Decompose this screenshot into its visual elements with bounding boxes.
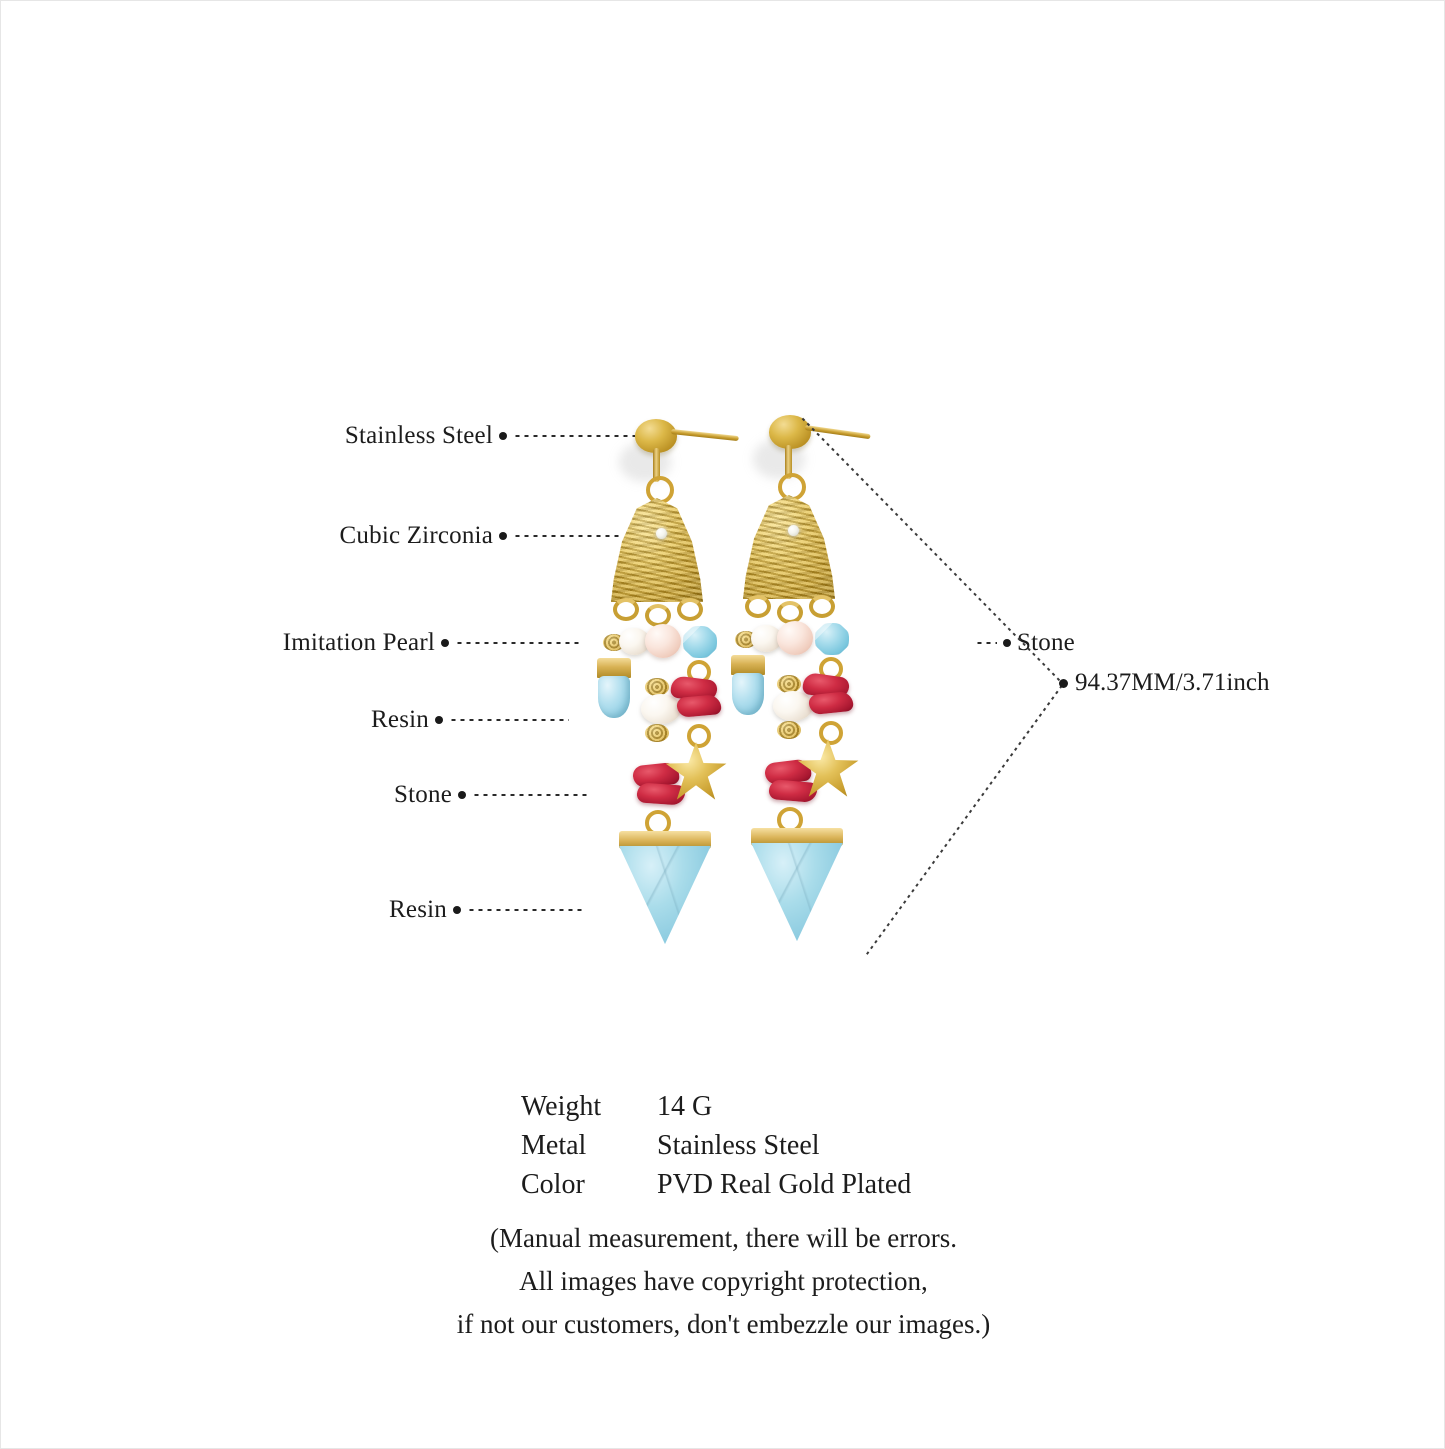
callout-resin-upper: Resin — [1, 706, 569, 734]
callout-label: Resin — [389, 896, 447, 923]
gold-spacer-b1-right — [777, 675, 801, 693]
starfish-link-right — [819, 721, 843, 745]
cone-gold-cap-left — [597, 658, 631, 679]
callout-imitation-pearl: Imitation Pearl — [1, 629, 583, 657]
spec-value: PVD Real Gold Plated — [657, 1169, 912, 1200]
triangle-stone-right — [751, 842, 843, 942]
disclaimer-line-2: All images have copyright protection, — [519, 1266, 928, 1296]
pearl-a-right — [751, 625, 782, 652]
pink-bead-right — [777, 621, 813, 655]
turquoise-triangle-right — [751, 828, 843, 942]
gold-spacer-b1-left — [645, 678, 669, 696]
spec-row-color: Color PVD Real Gold Plated — [521, 1169, 911, 1208]
cubic-zirconia-right — [788, 525, 799, 536]
pink-bead-left — [645, 624, 681, 658]
turquoise-cone-right — [731, 655, 765, 715]
turquoise-triangle-left — [619, 831, 711, 945]
bell-pendant-right — [743, 495, 835, 599]
spec-row-weight: Weight 14 G — [521, 1091, 911, 1130]
gold-spacer-b2-left — [645, 724, 669, 742]
coral-chip-c2-left — [676, 694, 722, 718]
pearl-b-left — [641, 694, 681, 724]
bail-right — [785, 445, 792, 479]
spec-value: Stainless Steel — [657, 1130, 820, 1161]
spec-key: Weight — [521, 1091, 602, 1122]
bell-loop-1-right — [745, 595, 771, 618]
earring-stud-left — [635, 419, 677, 453]
callout-stainless-steel: Stainless Steel — [1, 422, 635, 450]
spec-row-metal: Metal Stainless Steel — [521, 1130, 911, 1169]
triangle-stone-left — [619, 845, 711, 945]
callout-label: Stone — [1017, 629, 1075, 656]
disclaimer-notes: (Manual measurement, there will be error… — [1, 1217, 1444, 1346]
cone-stone-right — [732, 673, 764, 715]
callout-stone-left: Stone — [1, 781, 590, 809]
callout-resin-lower: Resin — [1, 896, 583, 924]
spec-key: Color — [521, 1169, 585, 1200]
earring-left — [561, 406, 791, 986]
callout-dot — [499, 432, 507, 440]
callout-label: Stainless Steel — [344, 422, 493, 449]
cubic-zirconia-left — [656, 528, 667, 539]
callout-leader-line — [513, 535, 621, 537]
bell-pendant-left — [611, 498, 703, 602]
callout-leader-line — [513, 435, 635, 437]
triangle-gold-cap-left — [619, 831, 711, 849]
turquoise-cone-left — [597, 658, 631, 718]
callout-leader-line — [455, 642, 583, 644]
blue-bead-right — [815, 623, 849, 655]
bell-loop-3-right — [809, 595, 835, 618]
blue-bead-left — [683, 626, 717, 658]
callout-label: Imitation Pearl — [282, 629, 435, 656]
callout-dot — [499, 532, 507, 540]
cone-stone-left — [598, 676, 630, 718]
callout-dot — [1003, 639, 1011, 647]
spec-value: 14 G — [657, 1091, 713, 1122]
callout-leader-line — [472, 794, 590, 796]
callout-label: Stone — [394, 781, 452, 808]
bell-loop-1-left — [613, 598, 639, 621]
callout-cubic-zirconia: Cubic Zirconia — [1, 522, 621, 550]
bail-left — [653, 448, 660, 482]
callout-dot — [435, 716, 443, 724]
pearl-a-left — [619, 628, 650, 655]
spec-table: Weight 14 G Metal Stainless Steel Color … — [521, 1091, 911, 1208]
callout-stone-right: Stone — [975, 629, 1075, 657]
dimension-value: 94.37MM/3.71inch — [1075, 669, 1270, 696]
triangle-gold-cap-right — [751, 828, 843, 846]
gold-spacer-b2-right — [777, 721, 801, 739]
cone-gold-cap-right — [731, 655, 765, 676]
bell-loop-3-left — [677, 598, 703, 621]
starfish-link-left — [687, 724, 711, 748]
callout-label: Cubic Zirconia — [339, 522, 493, 549]
callout-leader-line — [449, 719, 569, 721]
disclaimer-line-1: (Manual measurement, there will be error… — [489, 1223, 958, 1253]
callout-dot — [453, 906, 461, 914]
coral-chip-c2-right — [808, 690, 854, 716]
earring-right — [723, 401, 953, 981]
disclaimer-line-3: if not our customers, don't embezzle our… — [456, 1309, 991, 1339]
callout-dot — [441, 639, 449, 647]
callout-dot — [458, 791, 466, 799]
callout-label: Resin — [371, 706, 429, 733]
spec-key: Metal — [521, 1130, 587, 1161]
callout-leader-line — [975, 642, 997, 644]
coral-chip-b2-right — [768, 778, 818, 804]
coral-chip-b2-left — [636, 782, 686, 806]
dimension-vertex-dot — [1059, 679, 1068, 688]
callout-leader-line — [467, 909, 583, 911]
pearl-b-right — [773, 691, 813, 721]
